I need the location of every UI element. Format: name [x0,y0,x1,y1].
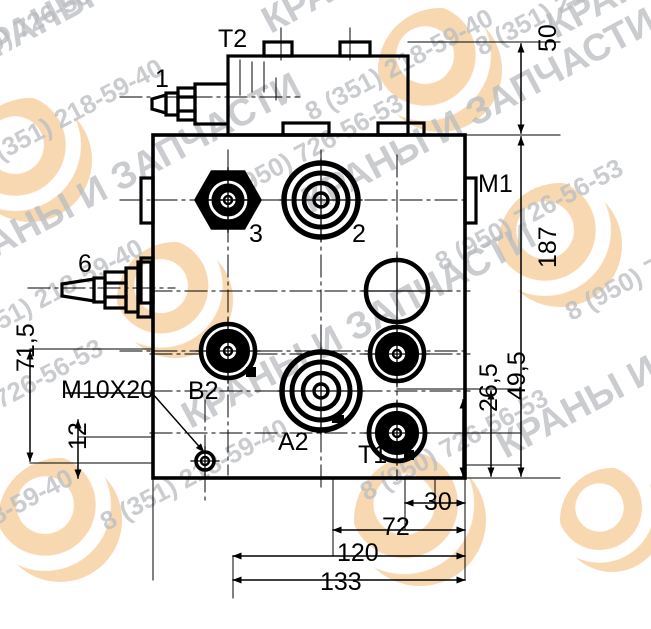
top-sub-block [226,40,410,137]
cartridge-1 [150,82,230,126]
label-m1: M1 [478,170,513,198]
extension-lines [29,27,561,581]
fitting-6 [60,260,153,319]
label-2: 2 [352,220,366,248]
dim-120: 120 [337,539,379,567]
label-6: 6 [78,250,92,278]
port-3 [194,167,262,233]
dim-72: 72 [382,513,410,541]
dim-133: 133 [320,568,362,596]
port-t1 [364,400,430,466]
label-1: 1 [155,65,169,93]
dim-495: 49,5 [503,351,531,400]
label-a2: A2 [278,428,309,456]
thread-marks [246,367,414,460]
body-side-tabs [139,176,478,305]
dim-265: 26,5 [475,363,503,412]
leader-m10x20 [65,392,206,454]
dim-715: 71,5 [12,323,40,372]
port-b2 [195,318,261,384]
port-aux [364,321,430,387]
dim-50: 50 [534,24,562,52]
label-t2: T2 [218,25,248,53]
label-b2: B2 [188,377,219,405]
label-3: 3 [249,220,263,248]
port-2 [279,158,363,242]
port-a2 [277,347,365,435]
label-thread: M10X20 [61,376,155,404]
dim-30: 30 [424,488,452,516]
label-t1: T1 [358,441,388,469]
port-m [361,255,433,327]
dim-187: 187 [534,226,562,268]
dim-12: 12 [64,422,92,450]
dimension-lines [26,43,525,599]
hole-m10x20 [190,446,220,476]
body-top-tabs [281,121,426,137]
